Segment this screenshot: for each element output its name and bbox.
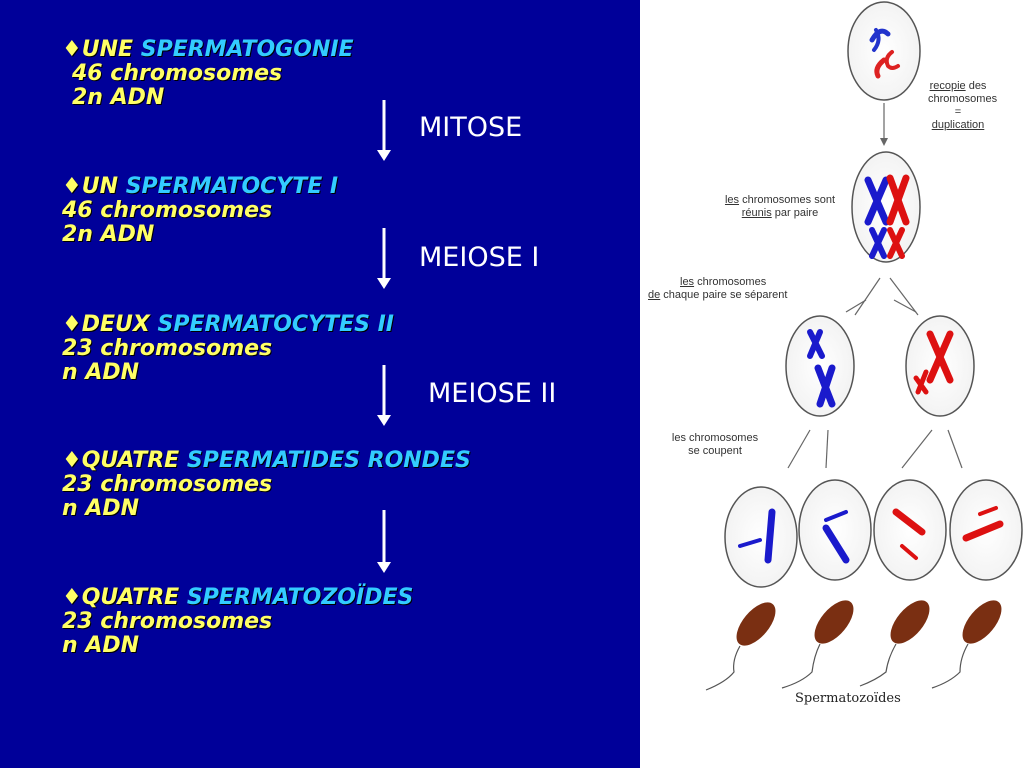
bullet: ♦ [62, 37, 82, 62]
note-text: par paire [771, 207, 819, 219]
cell-spermatogonie [847, 1, 921, 101]
bullet: ♦ [62, 174, 82, 199]
stage-name: SPERMATOGONIE [140, 37, 354, 62]
stage-adn: n ADN [62, 633, 140, 658]
stage-chromosomes: 23 chromosomes [62, 336, 273, 361]
cell-spermatocyte-i [851, 151, 921, 263]
spermatozoon-2 [781, 600, 854, 689]
stage-title: ♦UNE SPERMATOGONIE [62, 38, 354, 62]
down-arrow-icon [377, 510, 391, 573]
note-word: les [724, 194, 740, 206]
stage-count: QUATRE [81, 585, 180, 610]
stage-count: DEUX [81, 312, 150, 337]
note-text: duplication [931, 119, 985, 131]
stage-name: SPERMATOZOÏDES [186, 585, 414, 610]
note-word: les [680, 276, 695, 288]
stage-title: ♦DEUX SPERMATOCYTES II [62, 313, 394, 337]
stage-name: SPERMATOCYTE I [125, 174, 339, 199]
stage-title: ♦QUATRE SPERMATIDES RONDES [62, 449, 471, 473]
cell-spermatide-3 [873, 479, 947, 581]
step-mitose: MITOSE [419, 112, 523, 143]
step-meiose-i: MEIOSE I [419, 242, 540, 273]
note-separate: les chromosomes de chaque paire se sépar… [648, 276, 818, 302]
bullet: ♦ [62, 585, 82, 610]
cell-spermatide-4 [949, 479, 1023, 581]
bullet: ♦ [62, 448, 82, 473]
spermatogenesis-figure: recopie des chromosomes = duplication le… [640, 0, 1024, 768]
stage-name: SPERMATIDES RONDES [186, 448, 471, 473]
stage-spermatozoides: ♦QUATRE SPERMATOZOÏDES 23 chromosomes n … [62, 586, 413, 658]
text-panel: ♦UNE SPERMATOGONIE 46 chromosomes 2n ADN… [0, 0, 640, 768]
spermatozoon-4 [931, 600, 1002, 689]
note-word: de [648, 289, 661, 301]
stage-chromosomes: 46 chromosomes [62, 198, 273, 223]
down-arrow-icon [377, 365, 391, 426]
stage-adn: 2n ADN [62, 222, 155, 247]
stage-count: UNE [81, 37, 134, 62]
cell-spermatocyte-ii-red [905, 315, 975, 417]
note-text: les chromosomes [671, 432, 759, 444]
note-text: chaque paire se séparent [660, 289, 788, 301]
stage-spermatocytes-ii: ♦DEUX SPERMATOCYTES II 23 chromosomes n … [62, 313, 394, 385]
stage-adn: n ADN [62, 496, 140, 521]
stage-spermatogonie: ♦UNE SPERMATOGONIE 46 chromosomes 2n ADN [62, 38, 354, 110]
cell-spermatide-1 [724, 486, 798, 588]
spermatozoon-3 [859, 600, 930, 687]
stage-name: SPERMATOCYTES II [157, 312, 394, 337]
stage-chromosomes: 46 chromosomes [72, 61, 283, 86]
stage-title: ♦UN SPERMATOCYTE I [62, 175, 338, 199]
caption-spermatozoides: Spermatozoïdes [795, 691, 901, 706]
note-text: = [954, 106, 962, 118]
note-text: chromosomes [694, 276, 767, 288]
note-cut: les chromosomes se coupent [660, 432, 770, 458]
cell-spermatocyte-ii-blue [785, 315, 855, 417]
stage-adn: n ADN [62, 360, 140, 385]
stage-spermatides-rondes: ♦QUATRE SPERMATIDES RONDES 23 chromosome… [62, 449, 471, 521]
note-paired: les chromosomes sont réunis par paire [716, 194, 844, 220]
note-text: des [965, 80, 987, 92]
stage-chromosomes: 23 chromosomes [62, 609, 273, 634]
cell-spermatide-2 [798, 479, 872, 581]
note-text: se coupent [688, 445, 742, 457]
stage-chromosomes: 23 chromosomes [62, 472, 273, 497]
note-duplication: recopie des chromosomes = duplication [928, 80, 998, 132]
down-arrow-icon [377, 228, 391, 289]
step-meiose-ii: MEIOSE II [428, 378, 557, 409]
note-word: recopie [929, 80, 966, 92]
note-text: chromosomes [928, 93, 998, 105]
figure-drawing [705, 1, 1023, 691]
note-text: chromosomes sont [739, 194, 836, 206]
stage-adn: 2n ADN [72, 85, 165, 110]
down-arrow-icon [377, 100, 391, 161]
stage-spermatocyte-i: ♦UN SPERMATOCYTE I 46 chromosomes 2n ADN [62, 175, 338, 247]
spermatozoon-1 [705, 602, 776, 691]
stage-count: QUATRE [81, 448, 180, 473]
stage-count: UN [81, 174, 119, 199]
bullet: ♦ [62, 312, 82, 337]
stage-title: ♦QUATRE SPERMATOZOÏDES [62, 586, 413, 610]
note-word: réunis [741, 207, 772, 219]
